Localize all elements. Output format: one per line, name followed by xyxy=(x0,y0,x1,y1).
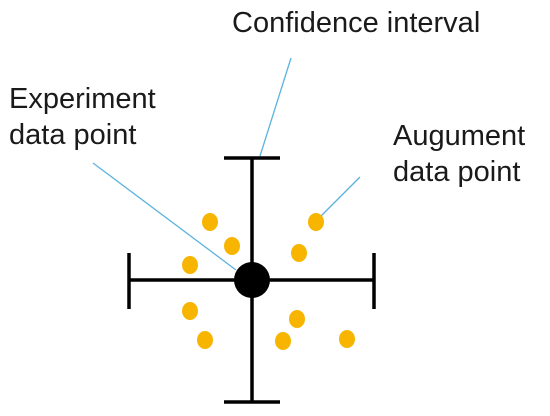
augment-point xyxy=(289,310,305,328)
experiment-label-line-2: data point xyxy=(9,119,137,151)
confidence-interval-label: Confidence interval xyxy=(232,7,481,39)
experiment-data-point xyxy=(234,262,270,298)
augment-point xyxy=(202,213,218,231)
leader-line-experiment-point xyxy=(92,162,237,271)
leader-line-confidence-interval xyxy=(259,57,292,157)
experiment-label-line-1: Experiment xyxy=(9,83,156,115)
augment-point xyxy=(308,213,324,231)
augment-label-line-1: Augument xyxy=(393,120,526,152)
augment-point xyxy=(197,331,213,349)
augment-point xyxy=(275,332,291,350)
augment-point xyxy=(182,302,198,320)
augment-data-point-label: Augument data point xyxy=(393,118,525,190)
augment-label-line-2: data point xyxy=(393,156,521,188)
augment-data-points xyxy=(182,213,355,350)
augment-point xyxy=(224,237,240,255)
augment-point xyxy=(339,330,355,348)
augment-point xyxy=(291,244,307,262)
leader-line-augment-point xyxy=(317,176,361,220)
augment-point xyxy=(182,256,198,274)
experiment-data-point-label: Experiment data point xyxy=(9,81,156,153)
